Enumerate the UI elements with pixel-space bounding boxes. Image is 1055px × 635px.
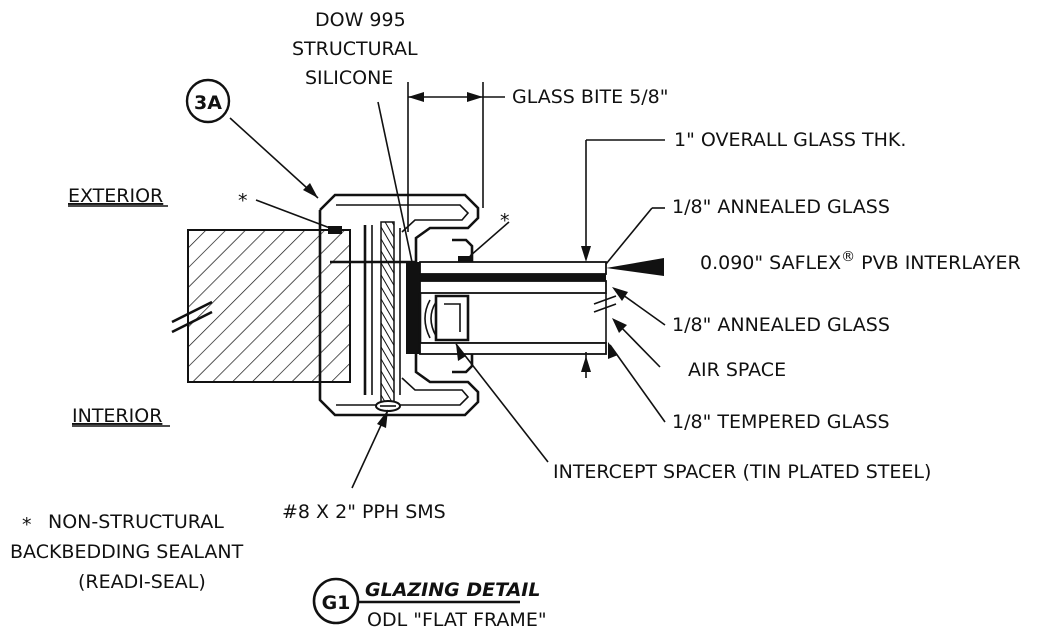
note-line-1: NON-STRUCTURAL (48, 511, 224, 533)
intercept-spacer (424, 294, 470, 342)
reference-bubble-3a-text: 3A (194, 92, 222, 114)
note-line-2: BACKBEDDING SEALANT (10, 541, 244, 563)
reference-bubble-3a: 3A (185, 78, 231, 124)
saflex-label-suffix: PVB INTERLAYER (855, 252, 1021, 274)
insulated-glass-unit (418, 261, 617, 355)
overall-thk-label: 1" OVERALL GLASS THK. (674, 129, 906, 151)
frame-profile (318, 193, 480, 417)
detail-subtitle: ODL "FLAT FRAME" (367, 609, 547, 631)
air-space-label: AIR SPACE (688, 359, 786, 381)
annealed-glass-2-label: 1/8" ANNEALED GLASS (672, 314, 890, 336)
dow-silicone-line-1: DOW 995 (315, 9, 406, 31)
sealant-note: * NON-STRUCTURAL BACKBEDDING SEALANT (RE… (10, 511, 244, 593)
glass-bite-dimension (407, 82, 505, 232)
wood-frame-section (171, 229, 351, 383)
overall-thickness-dimension (581, 139, 665, 378)
sealant-star-exterior: * (238, 190, 248, 212)
title-bubble-text: G1 (322, 592, 351, 614)
dow-silicone-line-2: STRUCTURAL (292, 38, 418, 60)
dow-silicone-line-3: SILICONE (305, 67, 393, 89)
note-star: * (22, 514, 32, 536)
note-line-3: (READI-SEAL) (78, 571, 206, 593)
structural-silicone-bead (406, 262, 420, 354)
glass-bite-label: GLASS BITE 5/8" (512, 86, 669, 108)
saflex-label: 0.090" SAFLEX® PVB INTERLAYER (700, 249, 1021, 274)
exterior-label: EXTERIOR (68, 185, 163, 207)
leader-lines (229, 101, 666, 489)
saflex-label-prefix: 0.090" SAFLEX (700, 252, 841, 274)
sealant-star-glass: * (500, 210, 510, 232)
saflex-registered-mark: ® (841, 249, 855, 265)
interior-label: INTERIOR (72, 405, 162, 427)
screw-label: #8 X 2" PPH SMS (282, 501, 446, 523)
sms-screw (375, 221, 401, 412)
intercept-spacer-label: INTERCEPT SPACER (TIN PLATED STEEL) (553, 461, 931, 483)
tempered-glass-label: 1/8" TEMPERED GLASS (672, 411, 890, 433)
sealant-bead-glass (458, 256, 472, 264)
title-block: G1 GLAZING DETAIL ODL "FLAT FRAME" (312, 577, 547, 631)
detail-title: GLAZING DETAIL (365, 579, 540, 601)
annealed-glass-1-label: 1/8" ANNEALED GLASS (672, 196, 890, 218)
sealant-bead-exterior (328, 226, 342, 234)
